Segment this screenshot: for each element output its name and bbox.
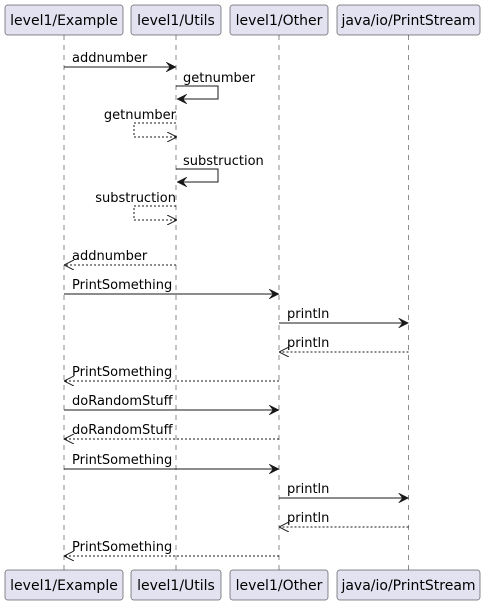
message-label: PrintSomething: [72, 278, 172, 293]
message-2: getnumber: [176, 71, 256, 99]
message-label: addnumber: [72, 51, 148, 66]
message-label: PrintSomething: [72, 365, 172, 380]
self-call-arrow: [176, 85, 219, 99]
message-7: PrintSomething: [64, 278, 279, 294]
message-label: substruction: [95, 191, 176, 206]
message-6: addnumber: [64, 249, 176, 265]
message-label: println: [287, 307, 329, 322]
message-label: println: [287, 511, 329, 526]
participant-label: level1/Other: [236, 578, 323, 594]
participant-box: [130, 4, 222, 36]
participant-label: level1/Utils: [137, 578, 215, 594]
participant-box: [336, 4, 481, 36]
message-11: doRandomStuff: [64, 394, 279, 410]
message-10: PrintSomething: [64, 365, 279, 381]
participant-printstream-bottom: java/io/PrintStream: [336, 569, 481, 601]
participant-example-bottom: level1/Example: [4, 569, 124, 601]
message-label: addnumber: [72, 249, 148, 264]
message-9: println: [279, 336, 409, 352]
participant-box: [4, 4, 124, 36]
message-13: PrintSomething: [64, 453, 279, 469]
message-label: getnumber: [183, 71, 256, 86]
message-label: PrintSomething: [72, 540, 172, 555]
message-label: doRandomStuff: [72, 423, 174, 438]
participant-utils-top: level1/Utils: [130, 4, 222, 36]
message-3: getnumber: [104, 108, 177, 137]
self-return-arrow: [133, 122, 177, 137]
message-label: println: [287, 482, 329, 497]
participant-example-top: level1/Example: [4, 4, 124, 36]
message-label: substruction: [183, 154, 264, 169]
participant-box: [229, 4, 329, 36]
message-label: doRandomStuff: [72, 394, 174, 409]
participant-other-top: level1/Other: [229, 4, 329, 36]
message-8: println: [279, 307, 409, 323]
message-5: substruction: [95, 191, 177, 220]
message-label: println: [287, 336, 329, 351]
participant-label: java/io/PrintStream: [340, 13, 475, 29]
participant-label: level1/Example: [10, 578, 118, 594]
message-12: doRandomStuff: [64, 423, 279, 439]
participant-printstream-top: java/io/PrintStream: [336, 4, 481, 36]
message-label: getnumber: [104, 108, 177, 123]
participant-label: level1/Other: [236, 13, 323, 29]
participant-box: [229, 569, 329, 601]
message-15: println: [279, 511, 409, 527]
message-16: PrintSomething: [64, 540, 279, 556]
self-call-arrow: [176, 168, 219, 182]
participant-box: [336, 569, 481, 601]
message-label: PrintSomething: [72, 453, 172, 468]
participant-other-bottom: level1/Other: [229, 569, 329, 601]
participant-label: level1/Utils: [137, 13, 215, 29]
participant-label: java/io/PrintStream: [340, 578, 475, 594]
self-return-arrow: [133, 205, 177, 220]
participant-utils-bottom: level1/Utils: [130, 569, 222, 601]
participant-box: [4, 569, 124, 601]
message-14: println: [279, 482, 409, 498]
participant-box: [130, 569, 222, 601]
message-1: addnumber: [64, 51, 176, 67]
message-4: substruction: [176, 154, 264, 182]
participant-label: level1/Example: [10, 13, 118, 29]
